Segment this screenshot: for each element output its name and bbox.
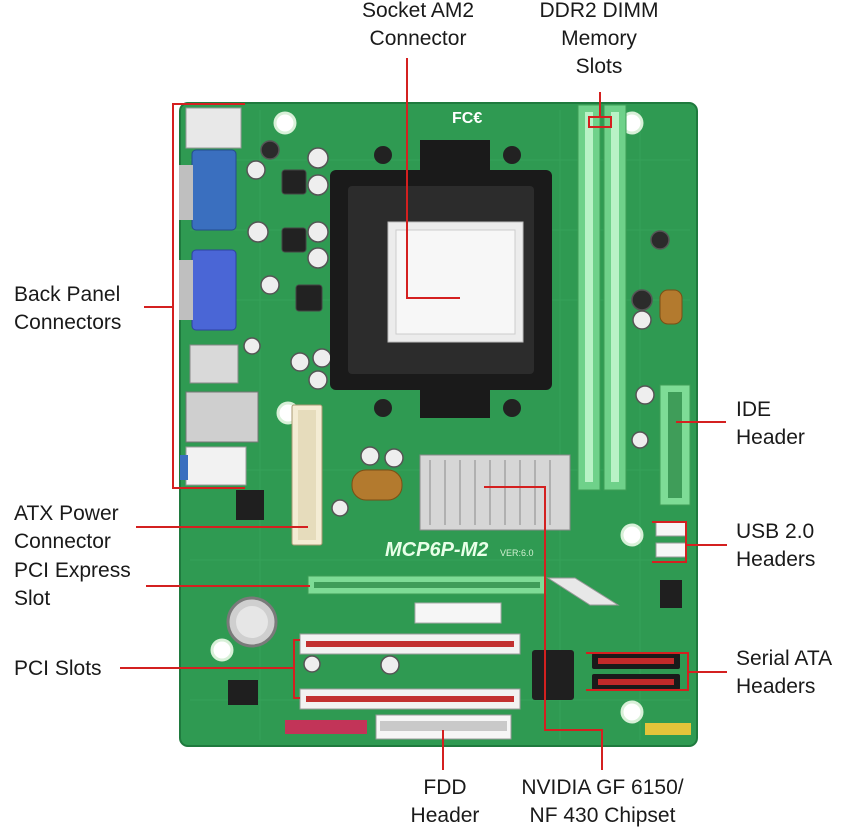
- socket-am2: [330, 140, 552, 418]
- chipset-heatsink: [419, 454, 571, 531]
- mounting-holes: [210, 111, 644, 724]
- callout-socket: [406, 58, 460, 299]
- label-ide-line-2: Header: [736, 426, 805, 449]
- callout-back-panel-bracket: [172, 103, 245, 489]
- label-usb-line-2: Headers: [736, 548, 816, 571]
- pci-slots: [299, 602, 521, 710]
- label-socket-line-1: Socket AM2: [361, 0, 475, 22]
- label-pci-line-1: PCI Slots: [14, 657, 102, 680]
- label-fdd-line-2: Header: [410, 804, 480, 827]
- inductors: [281, 169, 683, 501]
- cmos-battery: [226, 596, 278, 648]
- label-pcie-line-2: Slot: [14, 587, 51, 610]
- label-fdd-header: FDD Header: [395, 774, 495, 830]
- label-back-panel-line-1: Back Panel: [14, 283, 121, 306]
- pci-express-slot: [307, 575, 620, 606]
- label-sata-line-2: Headers: [736, 675, 816, 698]
- board-version-marking: VER:6.0: [500, 548, 534, 558]
- atx-power-connector: [291, 404, 323, 546]
- back-panel-connectors: [179, 107, 259, 486]
- callout-pci-bracket: [293, 639, 300, 699]
- label-chipset-line-2: NF 430 Chipset: [529, 804, 676, 827]
- callout-dimm-box: [588, 116, 612, 128]
- ide-header: [659, 384, 691, 506]
- label-fdd-line-1: FDD: [423, 776, 467, 799]
- chips: [228, 490, 682, 705]
- usb-headers: [655, 521, 687, 558]
- sata-headers: [592, 653, 680, 690]
- label-atx-line-1: ATX Power: [14, 502, 119, 525]
- front-panel-header: [645, 723, 691, 735]
- capacitors: [243, 140, 670, 675]
- label-pcie-line-1: PCI Express: [14, 559, 131, 582]
- label-usb-headers: USB 2.0 Headers: [736, 518, 815, 574]
- label-back-panel: Back Panel Connectors: [14, 281, 121, 337]
- label-ide-header: IDE Header: [736, 396, 805, 452]
- label-dimm-line-3: Slots: [575, 55, 623, 78]
- label-socket-line-2: Connector: [369, 27, 467, 50]
- label-usb-line-1: USB 2.0: [736, 520, 815, 543]
- label-pci-express: PCI Express Slot: [14, 557, 131, 613]
- label-back-panel-line-2: Connectors: [14, 311, 122, 334]
- label-chipset-line-1: NVIDIA GF 6150/: [521, 776, 684, 799]
- callout-lines: [120, 58, 727, 770]
- parallel-header: [285, 720, 367, 734]
- callout-usb-bracket: [652, 521, 687, 563]
- label-sata-line-1: Serial ATA: [736, 647, 833, 670]
- label-atx-line-2: Connector: [14, 530, 111, 553]
- label-socket-am2: Socket AM2 Connector: [338, 0, 498, 53]
- label-dimm-line-1: DDR2 DIMM: [539, 0, 659, 22]
- label-ddr2-dimm: DDR2 DIMM Memory Slots: [524, 0, 674, 81]
- label-pci-slots: PCI Slots: [14, 655, 102, 683]
- label-atx-power: ATX Power Connector: [14, 500, 119, 556]
- ddr2-dimm-slots: [577, 104, 627, 491]
- label-nvidia-chipset: NVIDIA GF 6150/ NF 430 Chipset: [505, 774, 700, 830]
- label-serial-ata: Serial ATA Headers: [736, 645, 832, 701]
- label-dimm-line-2: Memory: [561, 27, 637, 50]
- board-model-marking: MCP6P-M2: [385, 539, 488, 561]
- callout-chipset: [484, 486, 603, 770]
- board-fcc-marking: FC€: [452, 110, 482, 127]
- label-ide-line-1: IDE: [736, 398, 772, 421]
